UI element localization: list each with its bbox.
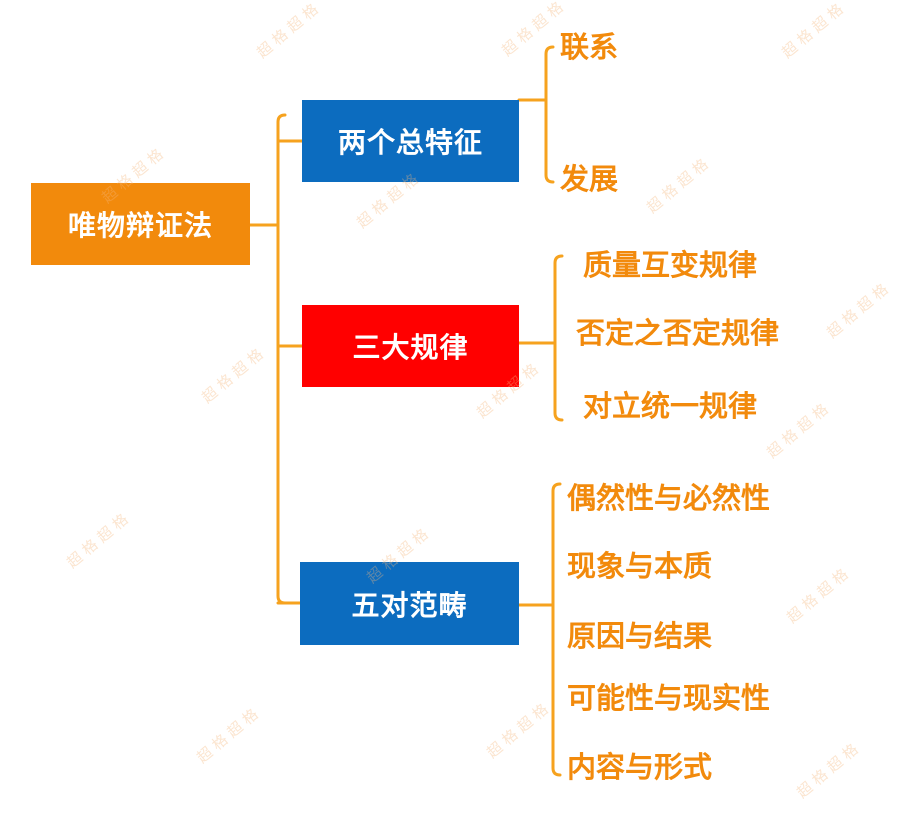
leaf-item: 偶然性与必然性 [567, 481, 771, 515]
leaf-item: 质量互变规律 [583, 248, 758, 282]
branch-label: 五对范畴 [351, 588, 468, 622]
leaf-item: 内容与形式 [567, 750, 713, 784]
leaf-item: 原因与结果 [567, 619, 713, 653]
leaf-item: 现象与本质 [567, 549, 713, 583]
branch-node-categories: 五对范畴 [300, 562, 519, 645]
root-label: 唯物辩证法 [67, 209, 213, 242]
leaf-item: 可能性与现实性 [567, 681, 771, 715]
leaf-item: 对立统一规律 [583, 389, 758, 423]
leaf-item: 联系 [560, 30, 619, 64]
branch-label: 两个总特征 [337, 126, 483, 159]
leaf-item: 否定之否定规律 [576, 316, 780, 350]
leaf-item: 发展 [560, 162, 619, 196]
branch-label: 三大规律 [352, 331, 469, 364]
branch-node-laws: 三大规律 [302, 305, 519, 387]
branch-node-features: 两个总特征 [302, 100, 519, 182]
root-node: 唯物辩证法 [31, 183, 250, 265]
